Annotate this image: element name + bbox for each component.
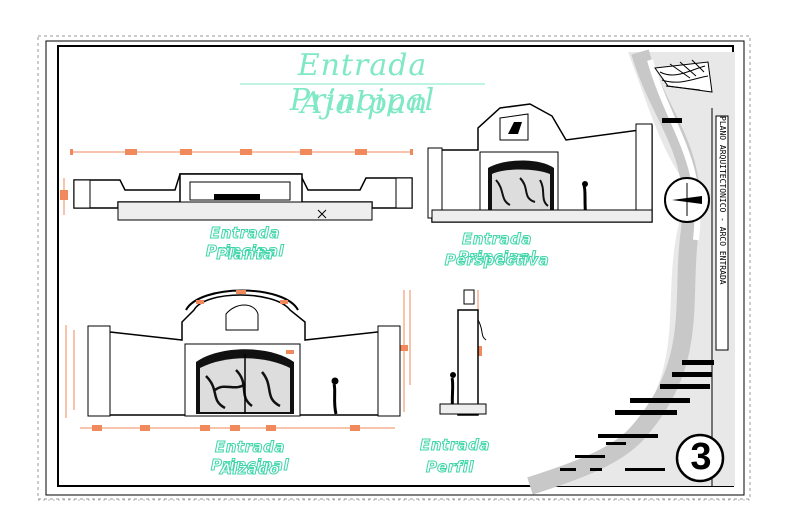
sheet-number: 3 bbox=[690, 436, 712, 478]
caption-alzado-line1: Entrada Principal bbox=[210, 438, 290, 475]
caption-perspectiva-line1: Entrada Principal bbox=[457, 230, 537, 267]
drawing-subtitle: Ajalpan bbox=[300, 86, 430, 121]
plan-view-drawing bbox=[60, 149, 413, 221]
caption-perfil-line2: Perfil bbox=[426, 458, 474, 477]
north-arrow-icon bbox=[664, 177, 710, 223]
profile-view-drawing bbox=[439, 289, 487, 416]
drawing-title: Entrada Principal bbox=[289, 48, 436, 118]
caption-planta-line1: Entrada Principal bbox=[205, 224, 285, 261]
vertical-label-text: PLANO ARQUITECTONICO - ARCO ENTRADA bbox=[718, 116, 727, 285]
caption-planta-line2: Planta bbox=[216, 245, 274, 264]
perspective-view-drawing bbox=[427, 103, 653, 223]
caption-alzado-line2: Alzado bbox=[220, 460, 280, 479]
title-block bbox=[527, 49, 735, 495]
logo-icon bbox=[654, 59, 713, 93]
caption-perfil-line1: Entrada bbox=[420, 436, 490, 455]
title-block-vertical-label: PLANO ARQUITECTONICO - ARCO ENTRADA bbox=[716, 116, 728, 350]
elevation-view-drawing bbox=[65, 289, 411, 431]
caption-perspectiva-line2: Perspectiva bbox=[444, 251, 550, 270]
